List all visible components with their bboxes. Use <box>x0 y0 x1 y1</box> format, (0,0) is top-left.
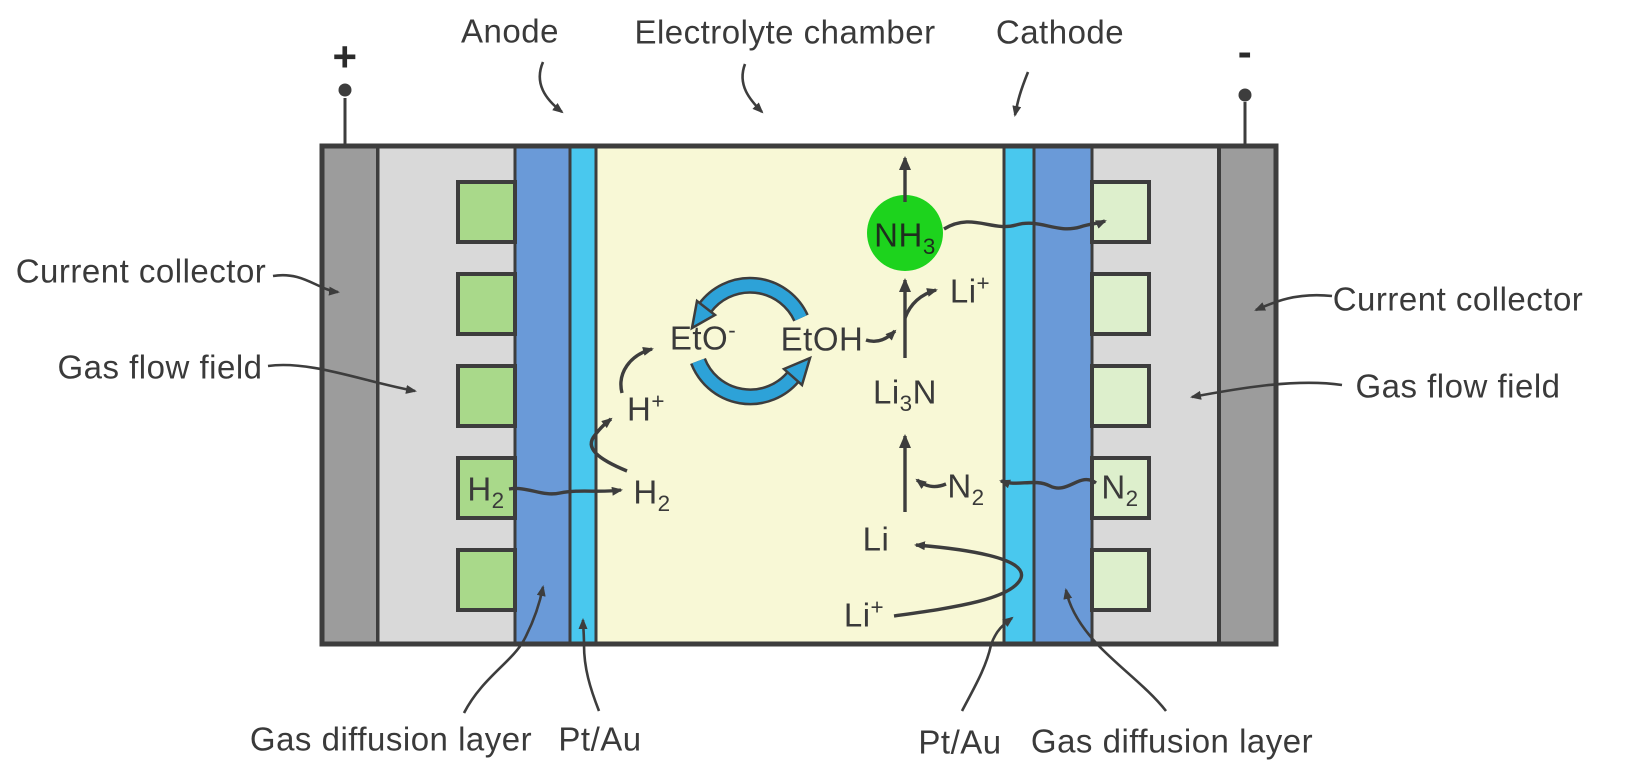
h2-chamber-label: H2 <box>633 473 671 517</box>
left-flow-channel <box>456 364 517 428</box>
etoh-label: EtOH <box>780 320 864 358</box>
current-collector-left-label: Current collector <box>15 252 267 290</box>
negative-terminal-dot <box>1238 88 1252 102</box>
cathode-leader-arrow <box>1012 71 1030 117</box>
electrolyte-chamber-label: Electrolyte chamber <box>634 13 936 51</box>
right-flow-channel <box>1090 364 1151 428</box>
nh3-release-wavy-arrow <box>943 219 1107 231</box>
gas-diffusion-layer-left-label: Gas diffusion layer <box>249 720 533 758</box>
current-collector-right-label: Current collector <box>1332 280 1584 318</box>
li-plus-upper-label: Li+ <box>949 270 991 310</box>
gas-flow-field-left-leader-arrow <box>267 363 417 394</box>
right-flow-channels <box>1090 180 1151 612</box>
cell-outline <box>319 143 1279 647</box>
gas-flow-field-right-leader-arrow <box>1190 381 1343 400</box>
current-collector-right-leader-arrow <box>1254 293 1333 312</box>
positive-terminal-label: + <box>332 33 358 80</box>
li-plus-to-li-arrow <box>893 541 1024 618</box>
current-collector-left-leader-arrow <box>272 273 340 296</box>
left-gas-diffusion-layer <box>513 144 572 646</box>
terminal-leads <box>343 98 1247 146</box>
left-flow-channels <box>456 180 517 612</box>
n2-supply-label: N2 <box>1101 468 1139 512</box>
gas-diffusion-layer-right-label: Gas diffusion layer <box>1031 725 1313 758</box>
h2-supply-label: H2 <box>467 470 505 514</box>
right-flow-channel <box>1090 272 1151 336</box>
gas-diffusion-layer-right-leader-arrow <box>1063 588 1168 712</box>
positive-terminal-dot <box>338 83 352 97</box>
nh3-label: NH3 <box>874 216 936 260</box>
electrolyte-chamber-leader-arrow <box>741 63 764 114</box>
left-flow-channel-h2 <box>456 456 517 520</box>
reaction-arrows <box>508 156 1107 618</box>
right-gas-diffusion-layer <box>1032 144 1094 646</box>
cycle-top-arrowhead-icon <box>690 298 718 331</box>
pt-au-right-label: Pt/Au <box>918 723 1002 761</box>
leader-arrows <box>267 61 1343 714</box>
h-plus-label: H+ <box>627 388 665 428</box>
gas-flow-field-right-label: Gas flow field <box>1355 367 1561 405</box>
anode-leader-arrow <box>538 61 564 114</box>
h2-crossover-wavy-arrow <box>508 486 623 496</box>
li-plus-branch-arrow <box>903 288 938 319</box>
gas-diffusion-layer-left-leader-arrow <box>462 585 546 714</box>
h-plus-to-eto-arrow <box>619 347 654 394</box>
left-flow-channel <box>456 272 517 336</box>
h2-to-h-plus-arrow <box>589 417 628 473</box>
li-label: Li <box>862 520 890 558</box>
pt-au-left-label: Pt/Au <box>558 720 642 758</box>
li3n-label: Li3N <box>872 373 938 417</box>
right-flow-channel <box>1090 548 1151 612</box>
left-pt-au-layer <box>568 144 598 646</box>
n2-feed-arrow <box>915 478 947 489</box>
cycle-bottom-arrowhead-icon <box>781 355 812 388</box>
anode-label: Anode <box>461 12 559 50</box>
etoh-feed-arrow <box>865 329 897 343</box>
n2-chamber-label: N2 <box>947 467 985 511</box>
left-flow-channel <box>456 180 517 244</box>
left-current-collector-layer <box>320 144 380 646</box>
n2-crossover-wavy-arrow <box>999 477 1098 490</box>
cycle-bottom-arc <box>692 358 798 403</box>
gas-flow-field-left-label: Gas flow field <box>57 348 263 386</box>
gas-diffusion-layer-right-text: Gas diffusion layer <box>1030 722 1314 760</box>
nh3-product-circle <box>867 195 943 271</box>
pt-au-left-leader-arrow <box>578 618 601 712</box>
pt-au-right-leader-arrow <box>960 616 1014 712</box>
right-current-collector-layer <box>1217 144 1278 646</box>
eto-etoh-cycle <box>690 276 812 406</box>
negative-terminal-label: - <box>1237 28 1253 75</box>
eto-minus-label: EtO- <box>669 317 737 357</box>
right-flow-channel-n2 <box>1090 456 1151 520</box>
li-plus-lower-label: Li+ <box>843 594 885 634</box>
right-flow-channel <box>1090 180 1151 244</box>
cathode-label: Cathode <box>995 13 1125 51</box>
left-flow-channel <box>456 548 517 612</box>
cycle-top-arc <box>700 279 807 321</box>
